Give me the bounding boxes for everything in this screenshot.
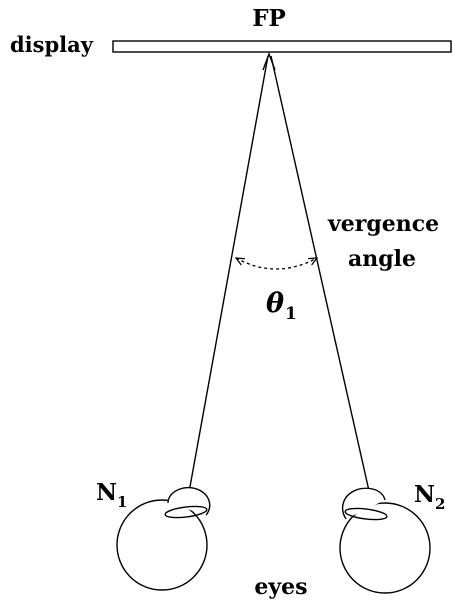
left-lens <box>164 505 208 519</box>
fixation-arrowhead <box>262 52 276 71</box>
left-eye-label: N1 <box>96 479 127 511</box>
eyes-label: eyes <box>254 574 307 600</box>
vergence-angle-arc <box>236 258 317 270</box>
right-eye-label: N2 <box>414 481 445 513</box>
right-eyelid <box>341 487 386 520</box>
right-eye <box>339 487 431 594</box>
vergence-label-line2: angle <box>348 246 416 272</box>
display-label: display <box>10 32 94 57</box>
left-eye <box>116 486 211 591</box>
display-panel <box>112 40 452 53</box>
vergence-label-line1: vergence <box>327 211 439 237</box>
left-sight-line <box>177 55 269 554</box>
left-eyeball <box>116 499 208 591</box>
left-eyelid <box>167 486 211 516</box>
theta-label: θ1 <box>266 288 297 324</box>
right-eyeball <box>339 502 431 594</box>
right-lens <box>344 507 388 521</box>
right-sight-line <box>270 55 384 554</box>
fixation-point-label: FP <box>252 5 286 32</box>
